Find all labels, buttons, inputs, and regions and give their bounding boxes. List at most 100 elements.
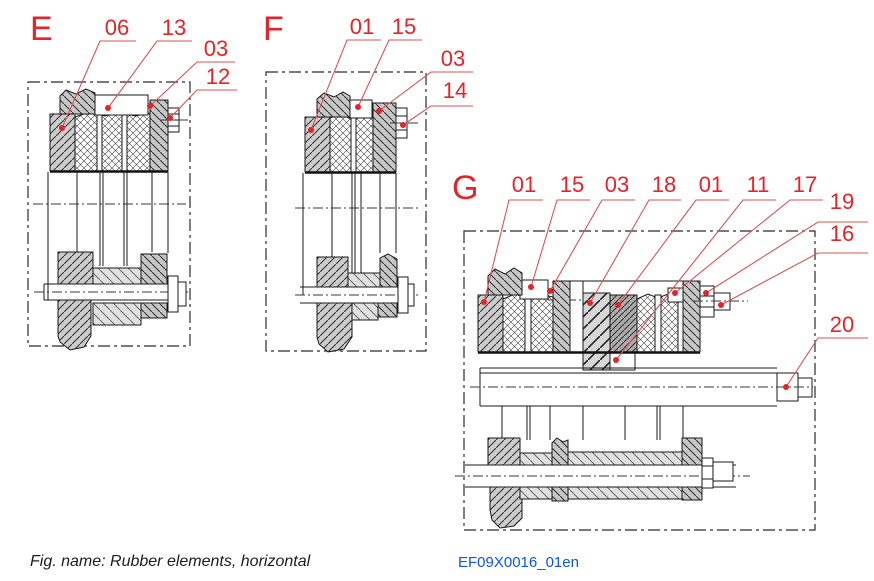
figure-e-boundary (27, 81, 191, 347)
leader-line (402, 105, 473, 126)
callout-label: 06 (105, 15, 129, 40)
leader-dot (528, 284, 534, 290)
lower-sleeve-bottom (519, 486, 683, 500)
callout-label: 14 (443, 78, 467, 103)
lower-hub-left (487, 437, 521, 466)
leader-line (483, 199, 543, 303)
leader-dot (481, 299, 487, 305)
figure-f-boundary (265, 71, 427, 352)
document-code: EF09X0016_01en (458, 554, 579, 571)
leader-dot (376, 108, 382, 114)
lower-sleeve-bottom (92, 302, 142, 326)
callout-16: 16 (718, 221, 868, 308)
leader-line (785, 337, 868, 388)
leader-line (310, 39, 381, 131)
limiter-block (94, 94, 149, 116)
leader-dot (615, 302, 621, 308)
callout-01: 01 (308, 14, 381, 133)
callout-03: 03 (376, 46, 473, 114)
callout-label: 17 (793, 172, 817, 197)
lower-hub-right (140, 253, 168, 285)
lower-hub-right (681, 437, 703, 466)
callout-15: 15 (528, 172, 590, 290)
callout-11: 11 (613, 172, 776, 363)
figure-g-label: G (452, 169, 478, 207)
hub-cap (316, 91, 351, 118)
leader-line (169, 89, 237, 119)
leader-line (61, 40, 136, 129)
hub-cap (487, 267, 523, 296)
leader-line (720, 252, 868, 306)
leader-line (674, 199, 823, 294)
leader-dot (613, 357, 619, 363)
figure-g-boundary (463, 230, 816, 531)
bolt-head (713, 292, 731, 311)
leader-dot (783, 384, 789, 390)
leader-line (107, 40, 192, 109)
element-divider (121, 112, 128, 172)
figure-g-callouts: 01 15 03 18 01 (481, 172, 868, 390)
shaft-bolt-head (407, 283, 415, 307)
lower-hub-right-bottom (377, 302, 398, 318)
lower-sleeve-bottom (351, 302, 379, 321)
hub-flange-left (49, 113, 76, 172)
caption-bar: Fig. name: Rubber elements, horizontal E… (0, 553, 874, 577)
shaft-bolt-head (177, 281, 187, 307)
lower-hub-left-bottom (316, 302, 353, 353)
leader-dot (167, 115, 173, 121)
figure-f-callouts: 01 15 03 14 (308, 14, 473, 133)
leader-dot (703, 290, 709, 296)
callout-01-center: 01 (615, 172, 729, 308)
spacer-disc (582, 292, 611, 371)
callout-17: 17 (672, 172, 823, 296)
callout-label: 19 (830, 189, 854, 214)
figure-g-drawing (455, 267, 813, 529)
figure-e-drawing (33, 88, 189, 351)
callout-20: 20 (783, 312, 868, 390)
leader-dot (355, 104, 361, 110)
callout-label: 12 (206, 64, 230, 89)
lower-hub-left-bottom (57, 299, 92, 351)
lower-hub-right-bottom (140, 302, 168, 319)
leader-line (589, 199, 681, 304)
limiter-block (519, 279, 549, 300)
callout-18: 18 (587, 172, 681, 306)
flange-inner-left (552, 280, 571, 353)
shaft-nut (167, 275, 179, 313)
leader-line (615, 199, 776, 361)
figure-e-callouts: 06 13 03 12 (59, 15, 237, 131)
leader-line (378, 71, 473, 112)
lower-sleeve-a (519, 452, 553, 466)
shaft-nut (397, 276, 409, 314)
shaft-bolt-head (712, 461, 734, 482)
element-divider (524, 294, 532, 353)
lower-hub-left-bottom (489, 486, 523, 529)
callout-label: 01 (512, 172, 536, 197)
leader-dot (400, 122, 406, 128)
rubber-element-pack (74, 111, 151, 172)
leader-line (549, 199, 635, 292)
callout-19: 19 (703, 189, 868, 296)
leader-line (617, 199, 729, 306)
flange-right (372, 102, 397, 173)
callout-label: 03 (204, 36, 228, 61)
callout-label: 03 (441, 46, 465, 71)
callout-label: 13 (162, 15, 186, 40)
leader-dot (718, 302, 724, 308)
callout-label: 01 (699, 172, 723, 197)
leader-dot (672, 290, 678, 296)
figure-e: E (27, 10, 237, 351)
callout-label: 16 (830, 221, 854, 246)
callout-15: 15 (355, 14, 422, 110)
lower-key-block (551, 437, 569, 466)
lower-hub-right (379, 253, 398, 288)
hub-flange-left (304, 116, 331, 173)
figure-f: F (263, 10, 473, 353)
figure-f-label: F (263, 10, 284, 48)
figure-caption: Fig. name: Rubber elements, horizontal (30, 553, 311, 570)
leader-dot (308, 127, 314, 133)
callout-label: 18 (652, 172, 676, 197)
leader-dot (105, 105, 111, 111)
